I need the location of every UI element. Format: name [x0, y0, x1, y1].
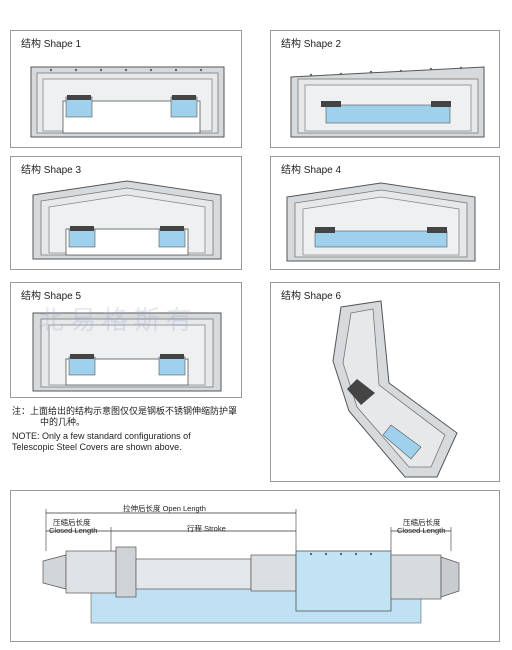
shape-1-panel: 结构 Shape 1 — [10, 30, 242, 148]
shape-4-title: 结构 Shape 4 — [281, 165, 342, 176]
open-length-label: 拉伸后长度 Open Length — [123, 504, 206, 513]
shape-6-panel: 结构 Shape 6 — [270, 282, 500, 482]
shape-5-diagram — [32, 312, 222, 392]
shape-3-panel: 结构 Shape 3 — [10, 156, 242, 270]
shape-5-title: 结构 Shape 5 — [21, 291, 82, 302]
shape-2-panel: 结构 Shape 2 — [270, 30, 500, 148]
note-en-line2: Telescopic Steel Covers are shown above. — [12, 442, 182, 452]
note-cn-line1: 注：上面给出的结构示意图仅仅是钢板不锈钢伸缩防护罩 — [12, 406, 238, 416]
closed-length-right-en: Closed Length — [397, 526, 446, 535]
shape-3-title: 结构 Shape 3 — [21, 165, 82, 176]
dimension-panel: 拉伸后长度 Open Length 压缩后长度 Closed Length 行程… — [10, 490, 500, 642]
shape-4-panel: 结构 Shape 4 — [270, 156, 500, 270]
shape-2-title: 结构 Shape 2 — [281, 39, 342, 50]
shape-1-title: 结构 Shape 1 — [21, 39, 82, 50]
closed-length-left-en: Closed Length — [49, 526, 98, 535]
watermark-text: 北易格斯有 — [38, 306, 199, 336]
shape-6-title: 结构 Shape 6 — [281, 291, 342, 302]
shape-6-diagram — [332, 300, 458, 478]
shape-3-diagram — [32, 180, 222, 260]
shape-5-panel: 结构 Shape 5 — [10, 282, 242, 398]
dimension-diagram — [42, 509, 460, 624]
note-cn-line2: 中的几种。 — [40, 417, 86, 427]
closed-length-left-cn: 压缩后长度 — [53, 518, 91, 527]
note-en-line1: NOTE: Only a few standard configurations… — [12, 431, 191, 441]
shape-4-diagram — [286, 182, 476, 262]
shape-2-diagram — [290, 66, 485, 138]
closed-length-right-cn: 压缩后长度 — [403, 518, 441, 527]
stroke-label: 行程 Stroke — [187, 524, 226, 533]
shape-1-diagram — [30, 66, 225, 138]
